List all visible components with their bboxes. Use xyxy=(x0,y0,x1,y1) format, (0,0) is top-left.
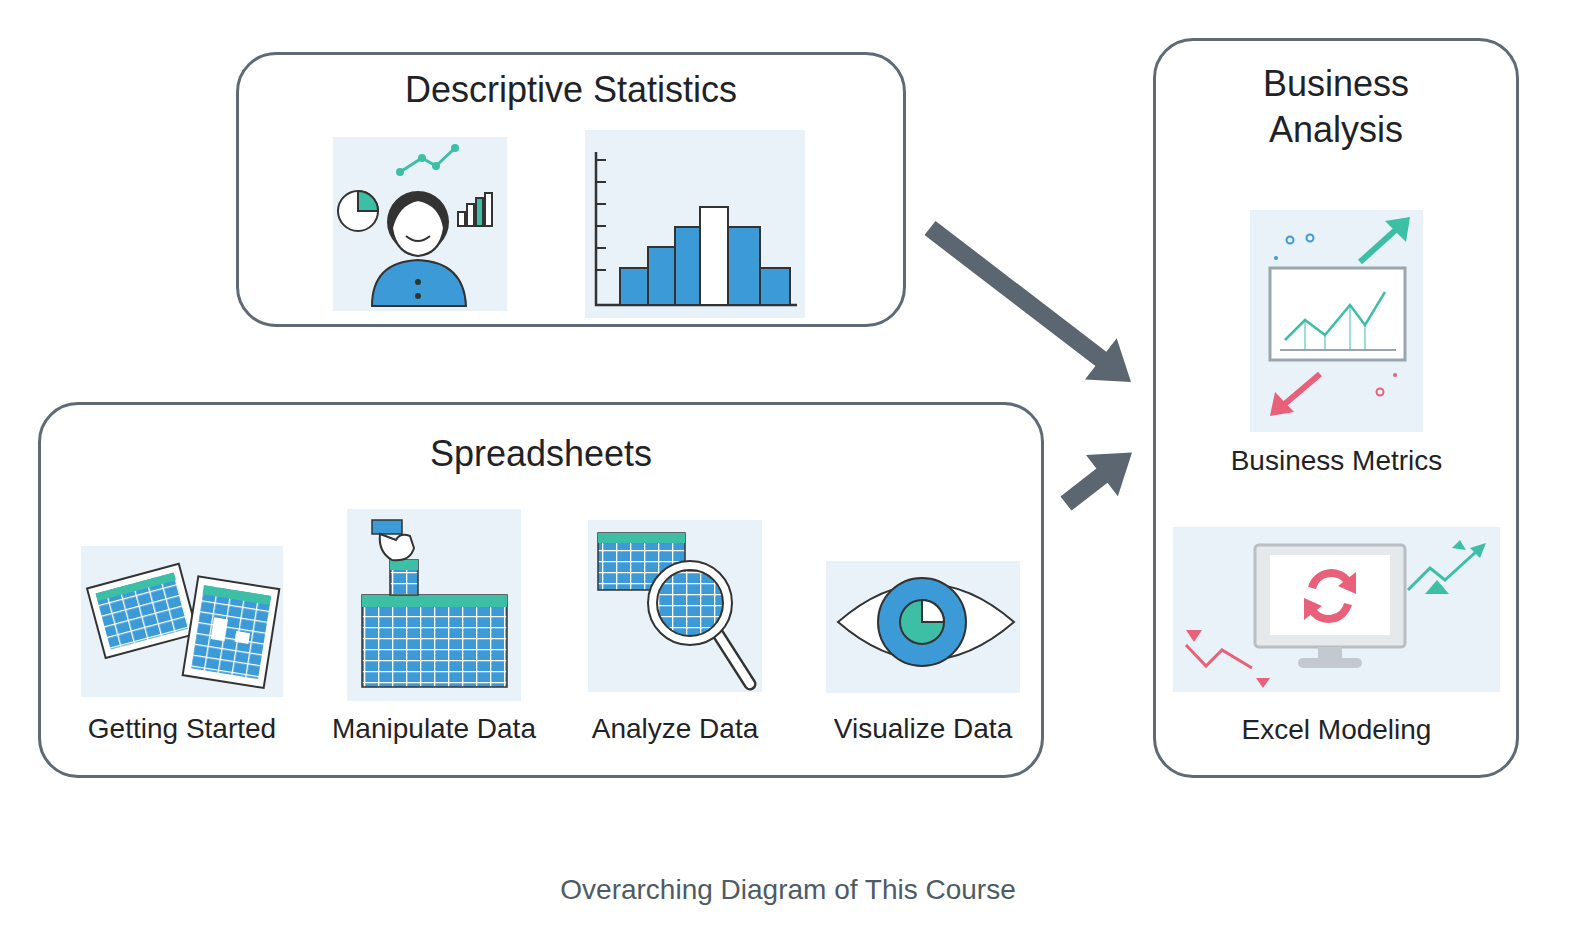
topic-label: Excel Modeling xyxy=(1173,713,1500,747)
group-box: SpreadsheetsGetting Started Manipulate Da… xyxy=(38,402,1044,778)
monitor-icon xyxy=(1173,527,1500,692)
metrics-icon xyxy=(1250,210,1423,432)
histogram-icon xyxy=(585,130,805,318)
eye-icon xyxy=(826,561,1020,693)
person-icon xyxy=(333,137,507,311)
box-title: Business Analysis xyxy=(1211,61,1461,153)
group-box: Descriptive Statistics xyxy=(236,52,906,327)
topic-tile: Manipulate Data xyxy=(327,509,541,750)
topic-tile: Getting Started xyxy=(81,546,283,750)
magnifier-icon xyxy=(588,520,762,692)
topic-tile: Visualize Data xyxy=(826,561,1020,750)
box-title: Descriptive Statistics xyxy=(239,67,903,113)
box-title: Spreadsheets xyxy=(41,431,1041,477)
flow-arrow xyxy=(1061,452,1133,510)
figure-caption: Overarching Diagram of This Course xyxy=(0,868,1576,912)
group-box: Business AnalysisBusiness MetricsExcel M… xyxy=(1153,38,1519,778)
topic-tile: Analyze Data xyxy=(587,520,764,750)
flow-arrow xyxy=(925,221,1132,382)
topic-label: Visualize Data xyxy=(826,712,1020,746)
topic-label: Analyze Data xyxy=(587,712,764,746)
topic-label: Business Metrics xyxy=(1226,444,1448,478)
data-grid-icon xyxy=(347,509,521,701)
spreadsheet-icon xyxy=(81,546,283,697)
topic-label: Getting Started xyxy=(81,712,283,746)
topic-tile: Excel Modeling xyxy=(1173,527,1500,751)
topic-tile: Business Metrics xyxy=(1226,210,1448,482)
topic-label: Manipulate Data xyxy=(327,712,541,746)
